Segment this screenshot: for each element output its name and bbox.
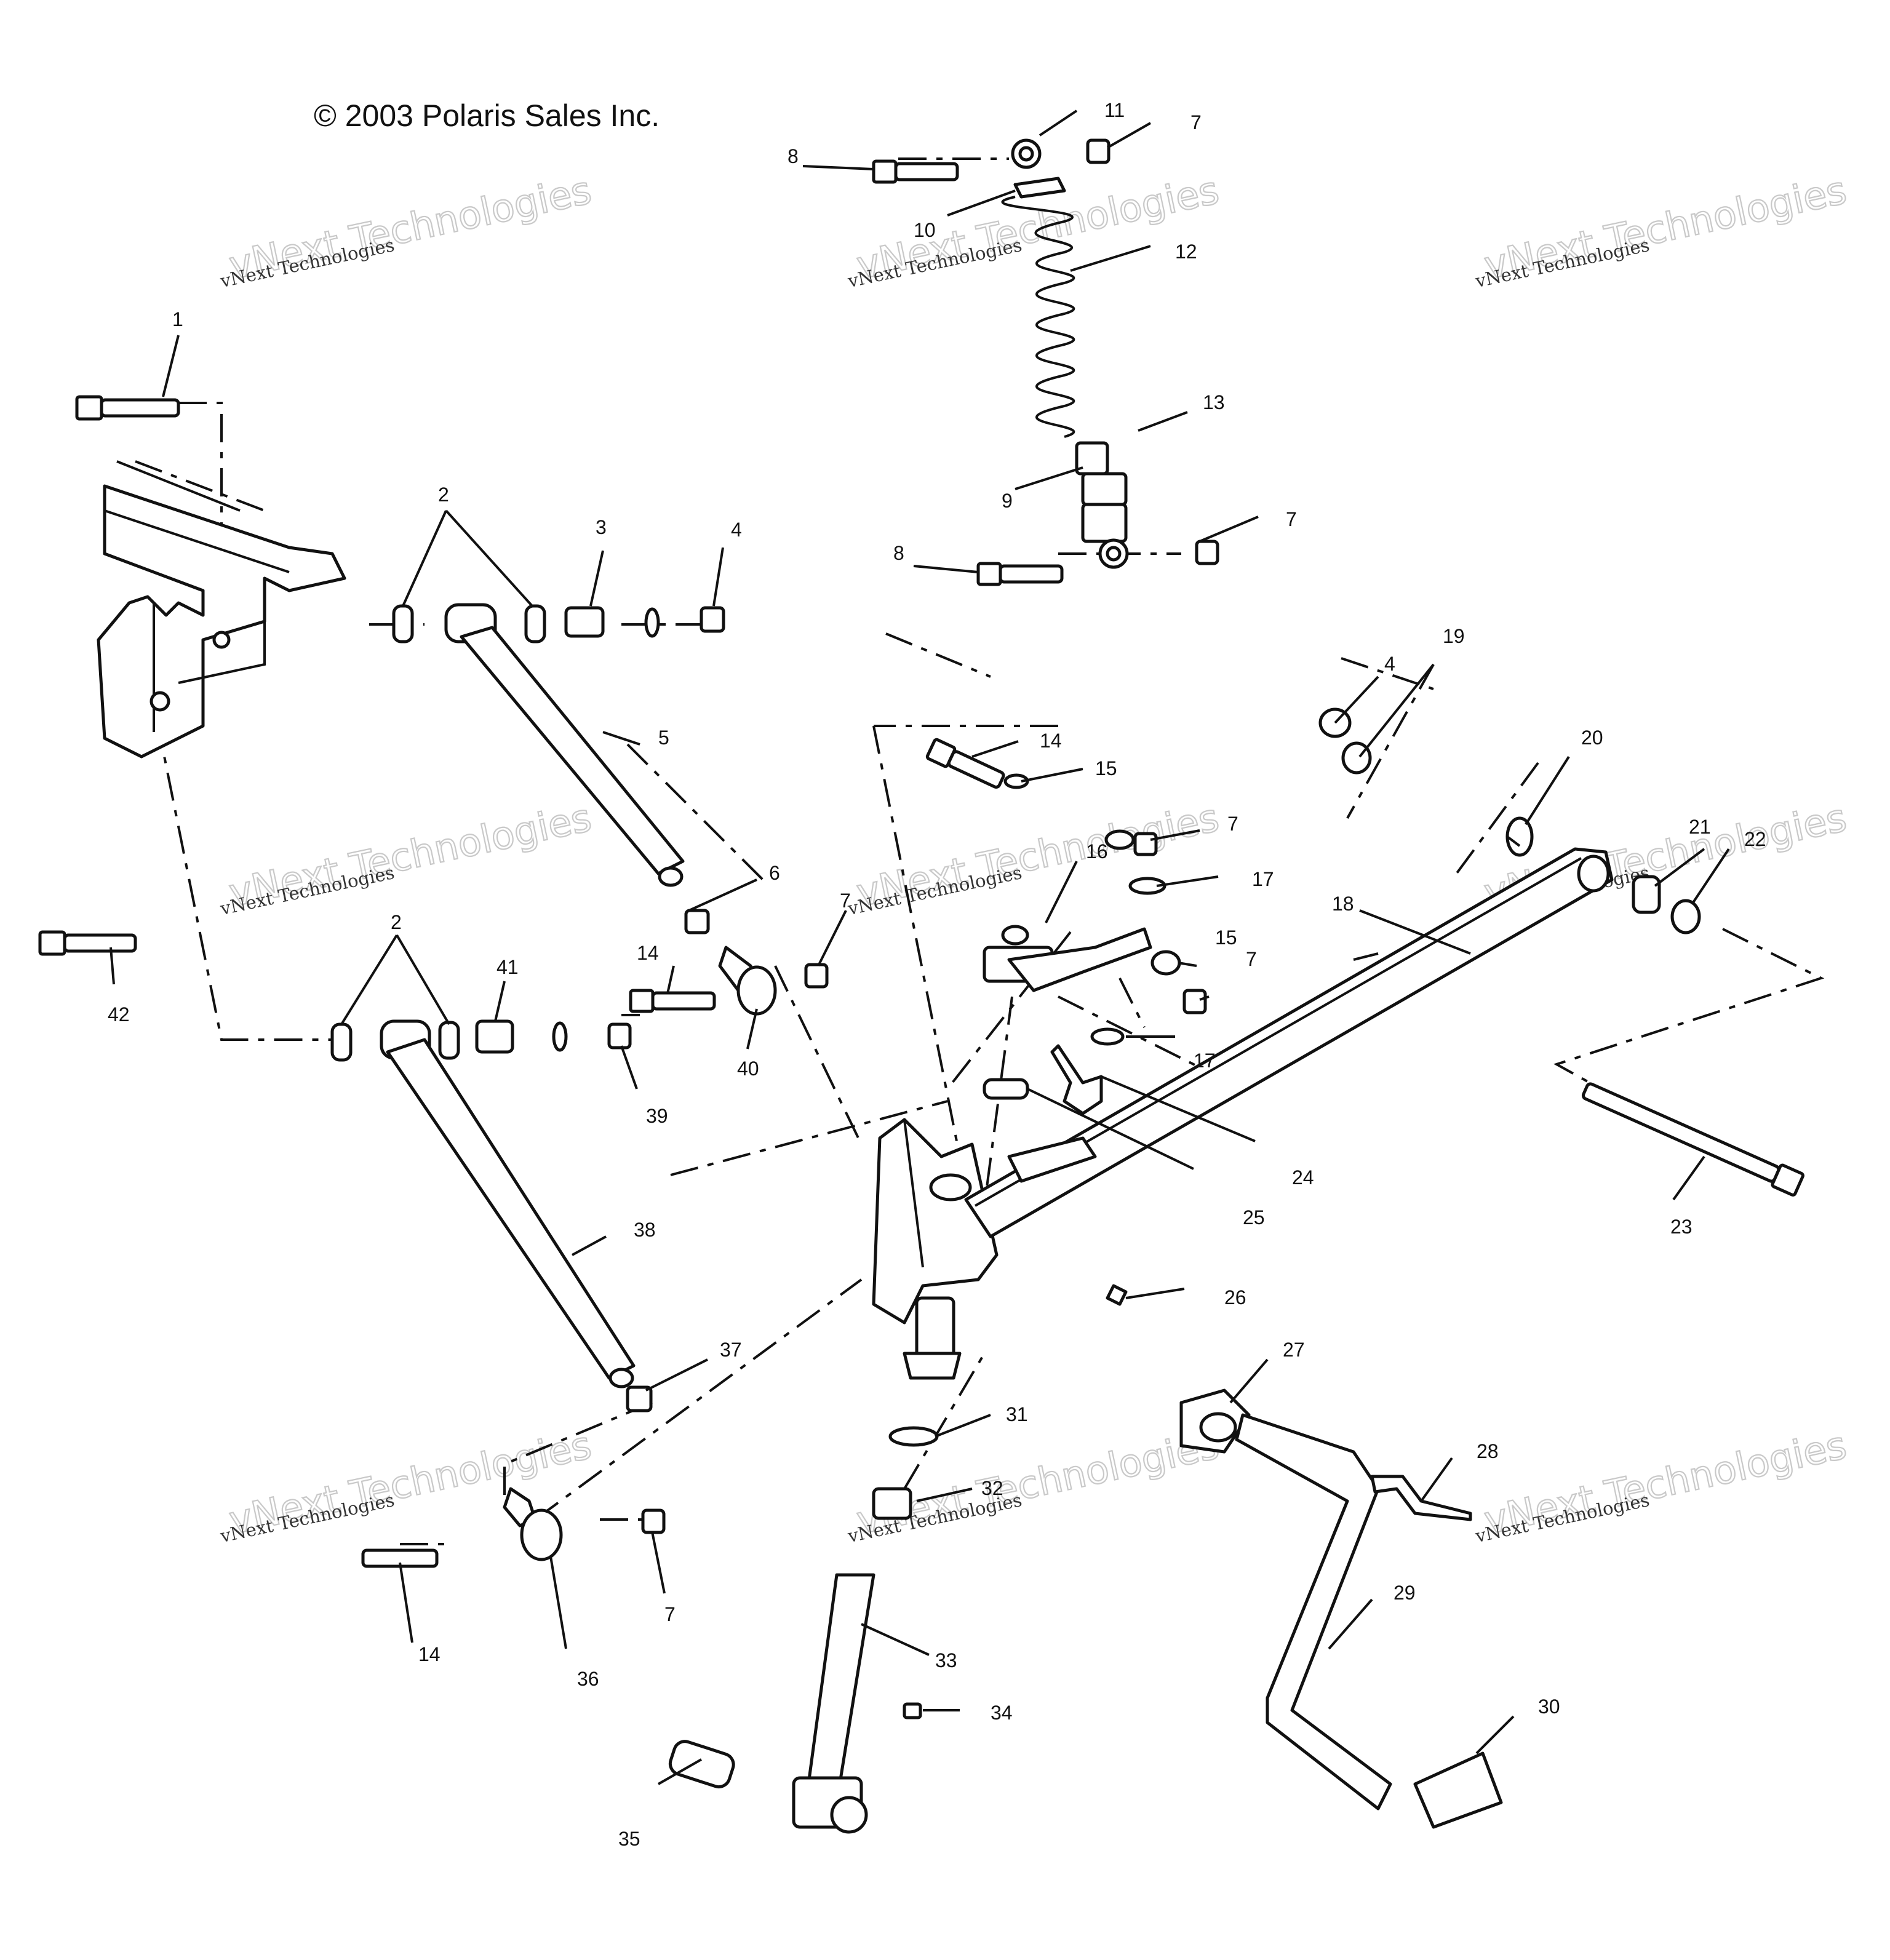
callout-7: 7 xyxy=(664,1603,676,1625)
callout-1: 1 xyxy=(172,308,183,330)
callout-14: 14 xyxy=(637,942,659,964)
bolt-8-bottom xyxy=(976,562,1064,586)
callout-13: 13 xyxy=(1203,391,1225,413)
assembly-lines xyxy=(156,157,1825,1545)
callout-8: 8 xyxy=(893,542,904,564)
callout-35: 35 xyxy=(618,1828,640,1850)
callout-26: 26 xyxy=(1224,1286,1246,1309)
callout-8: 8 xyxy=(788,145,799,167)
callout-39: 39 xyxy=(646,1105,668,1127)
callout-14: 14 xyxy=(418,1643,441,1665)
stabilizer-assembly xyxy=(1179,1388,1503,1829)
bolt-23 xyxy=(1581,1082,1804,1197)
callout-22: 22 xyxy=(1744,828,1766,850)
watermark: vNext Technologies vNext Technologies xyxy=(218,794,596,919)
callout-7: 7 xyxy=(1246,948,1257,970)
callout-40: 40 xyxy=(737,1058,759,1080)
callout-15: 15 xyxy=(1095,757,1117,779)
callout-36: 36 xyxy=(577,1668,599,1690)
callout-24: 24 xyxy=(1292,1166,1314,1189)
ball-joint-36 xyxy=(503,1487,666,1561)
callout-41: 41 xyxy=(496,956,519,978)
callout-17: 17 xyxy=(1194,1050,1216,1072)
callout-31: 31 xyxy=(1006,1403,1028,1425)
callout-4: 4 xyxy=(1384,653,1395,675)
callout-30: 30 xyxy=(1538,1695,1560,1718)
callout-20: 20 xyxy=(1581,727,1603,749)
callout-11: 11 xyxy=(1104,99,1125,121)
callout-5: 5 xyxy=(658,727,669,749)
copyright-text: © 2003 Polaris Sales Inc. xyxy=(314,98,660,133)
callout-42: 42 xyxy=(108,1003,130,1026)
shock-absorber xyxy=(1001,138,1219,569)
callout-15: 15 xyxy=(1215,926,1237,949)
callout-2: 2 xyxy=(438,484,449,506)
callout-9: 9 xyxy=(1002,490,1013,512)
callout-32: 32 xyxy=(981,1477,1003,1499)
callout-16: 16 xyxy=(1086,840,1108,862)
callout-33: 33 xyxy=(935,1649,957,1671)
watermark: vNext Technologies vNext Technologies xyxy=(1473,1422,1851,1547)
callout-2: 2 xyxy=(391,911,402,933)
callout-27: 27 xyxy=(1283,1339,1305,1361)
callout-3: 3 xyxy=(596,516,607,538)
callout-6: 6 xyxy=(769,862,780,884)
watermark: vNext Technologies vNext Technologies xyxy=(845,794,1223,919)
ball-joint-40 xyxy=(684,909,829,1016)
callout-7: 7 xyxy=(1286,508,1297,530)
bolt-14-mid xyxy=(629,989,716,1013)
frame-bracket xyxy=(97,460,346,759)
leader-lines xyxy=(110,110,1730,1785)
watermark: vNext Technologies vNext Technologies xyxy=(218,167,596,292)
callout-10: 10 xyxy=(914,219,936,241)
callout-4: 4 xyxy=(731,519,742,541)
bolt-8-top xyxy=(872,159,959,184)
callout-37: 37 xyxy=(720,1339,742,1361)
callout-17: 17 xyxy=(1252,868,1274,890)
callout-14: 14 xyxy=(1040,730,1062,752)
upper-a-arm xyxy=(392,603,725,887)
callout-numbers: 1 2 3 4 5 6 7 7 7 7 7 7 8 8 9 10 11 12 1… xyxy=(108,99,1766,1850)
lower-a-arm xyxy=(330,1019,653,1412)
callout-25: 25 xyxy=(1243,1206,1265,1229)
callout-19: 19 xyxy=(1443,625,1465,647)
callout-28: 28 xyxy=(1477,1440,1499,1462)
callout-21: 21 xyxy=(1689,816,1711,838)
bolt-42 xyxy=(38,930,137,956)
bolt-14-bracket xyxy=(925,738,1005,789)
callout-34: 34 xyxy=(991,1702,1013,1724)
callout-12: 12 xyxy=(1175,241,1197,263)
steering-post xyxy=(668,1426,939,1834)
callout-29: 29 xyxy=(1394,1582,1416,1604)
callout-7: 7 xyxy=(840,890,851,912)
bolt-1 xyxy=(75,395,180,421)
callout-7: 7 xyxy=(1190,111,1202,133)
callout-7: 7 xyxy=(1227,813,1238,835)
watermark: vNext Technologies vNext Technologies xyxy=(1473,167,1851,292)
callout-18: 18 xyxy=(1332,893,1354,915)
callout-23: 23 xyxy=(1670,1216,1693,1238)
callout-38: 38 xyxy=(634,1219,656,1241)
spindle-knuckle xyxy=(872,773,1207,1380)
